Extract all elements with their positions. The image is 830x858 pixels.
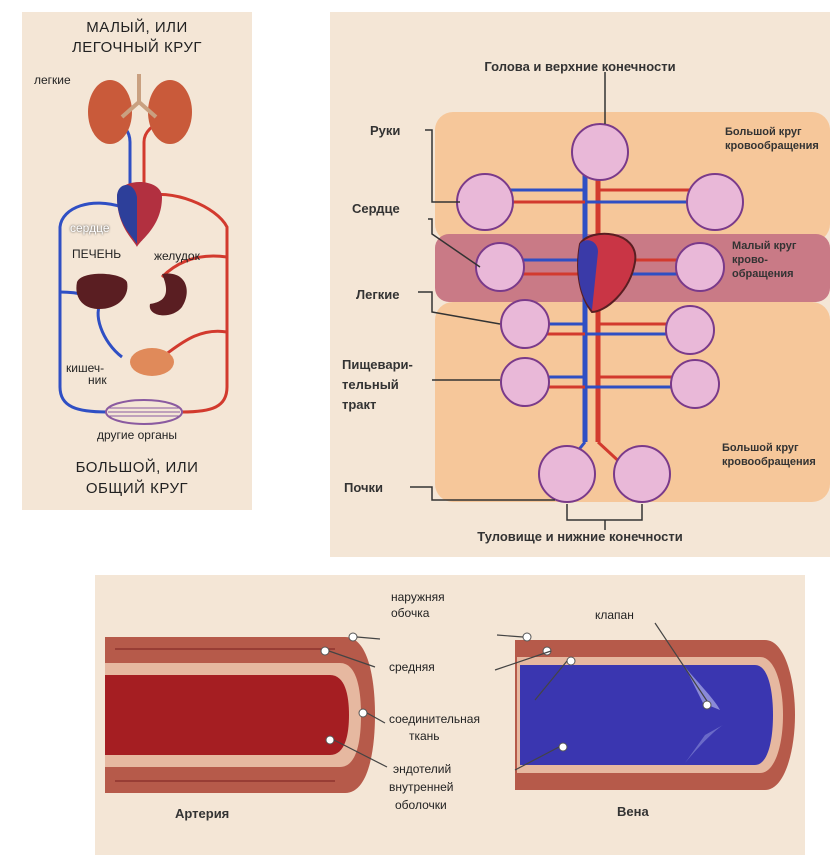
vessel-structure-panel: наружняя обочка клапан средняя соедините… (95, 575, 805, 855)
systemic-bottom-line2: кровообращения (722, 456, 816, 468)
capillary-beds (456, 123, 744, 503)
artery-lumen (105, 675, 349, 755)
capillary-lines (108, 407, 180, 417)
systemic-title-line2: ОБЩИЙ КРУГ (85, 480, 189, 497)
left-lung-shape (88, 80, 132, 144)
valve-label: клапан (595, 608, 634, 622)
liver-label: ПЕЧЕНЬ (72, 247, 122, 261)
connective-line1: соединительная (389, 712, 480, 726)
circulation-schema-panel: Голова и верхние конечности Руки Сердце … (330, 12, 830, 557)
digestive-label-line2: тельный (342, 377, 399, 392)
trunk-limbs-label: Туловище и нижние конечности (477, 529, 683, 544)
pulmonary-line2: крово- (732, 254, 768, 266)
leader-lines (410, 72, 643, 530)
heart-right-side (117, 184, 137, 244)
lungs-label: легкие (34, 73, 71, 87)
lungs-label-right: Легкие (356, 287, 400, 302)
digestive-label-line1: Пищевари- (342, 357, 413, 372)
intestine-label-line1: кишеч- (66, 361, 105, 375)
stomach-label: желудок (154, 249, 200, 263)
other-organs-capillaries (105, 399, 183, 425)
capillary-digestive-3 (500, 357, 550, 407)
other-organs-label: другие органы (96, 428, 177, 442)
digestive-label-line3: тракт (342, 397, 377, 412)
systemic-bottom-line1: Большой круг (722, 442, 799, 454)
outer-layer-line1: наружняя (391, 590, 445, 604)
artery-label: Артерия (175, 806, 230, 821)
capillary-lung-right (675, 242, 725, 292)
outer-layer-line2: обочка (391, 606, 430, 620)
capillary-head (571, 123, 629, 181)
connective-line2: ткань (409, 729, 440, 743)
pulmonary-systemic-panel: МАЛЫЙ, ИЛИ ЛЕГОЧНЫЙ КРУГ легкие сердце П… (22, 12, 252, 510)
systemic-vein-loop (58, 201, 123, 414)
heart-label-right: Сердце (352, 201, 400, 216)
heart-label: сердце (70, 221, 110, 235)
intestine-label-line2: ник (88, 373, 107, 387)
capillary-kidney-left (538, 445, 596, 503)
vein-label: Вена (617, 804, 649, 819)
systemic-title-line1: БОЛЬШОЙ, ИЛИ (75, 459, 199, 476)
branch-intestine-artery (161, 329, 228, 359)
endothelium-line2: внутренней (389, 780, 454, 794)
arms-label: Руки (370, 123, 401, 138)
pointer-lines (328, 622, 708, 771)
pulmonary-title-line2: ЛЕГОЧНЫЙ КРУГ (71, 39, 203, 56)
heart-right-chamber (578, 240, 598, 310)
capillary-digestive-2 (665, 305, 715, 355)
kidneys-label: Почки (344, 480, 384, 495)
systemic-artery-loop (139, 192, 229, 414)
pulmonary-title-line1: МАЛЫЙ, ИЛИ (86, 19, 188, 36)
lower-systemic-band (435, 302, 830, 502)
liver-shape (76, 273, 128, 310)
pulmonary-line3: обращения (732, 268, 794, 280)
head-limbs-label: Голова и верхние конечности (484, 59, 676, 74)
systemic-top-line2: кровообращения (725, 140, 819, 152)
vein-valve-upper (685, 667, 720, 710)
capillary-kidney-right (613, 445, 671, 503)
circulation-network (410, 72, 830, 530)
trachea-shape (120, 74, 158, 119)
capillary-lung-left (475, 242, 525, 292)
systemic-top-line1: Большой круг (725, 126, 802, 138)
capillary-digestive-4 (670, 359, 720, 409)
circulation-scheme (58, 74, 229, 425)
capillary-arms-right (686, 173, 744, 231)
intestine-shape (130, 348, 174, 376)
vein-lumen (520, 665, 773, 765)
pulmonary-line1: Малый круг (732, 240, 797, 252)
stomach-shape (149, 273, 187, 316)
vessel-cross-sections (105, 622, 795, 793)
portal-vein (96, 300, 123, 359)
endothelium-line1: эндотелий (393, 762, 452, 776)
right-lung-shape (148, 80, 192, 144)
artery-texture (115, 648, 335, 782)
capillary-digestive-1 (500, 299, 550, 349)
capillary-arms (456, 173, 514, 231)
middle-layer-label: средняя (389, 660, 435, 674)
endothelium-line3: оболочки (395, 798, 447, 812)
